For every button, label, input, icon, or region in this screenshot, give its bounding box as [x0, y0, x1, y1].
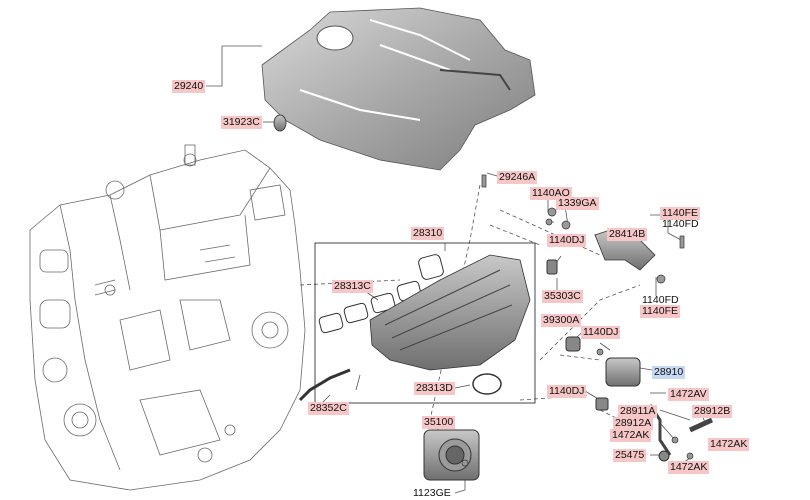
sensor-part-2 — [565, 336, 581, 352]
part-label: 35100 — [422, 416, 456, 429]
engine-cover — [261, 7, 536, 171]
part-label: 1140DJ — [581, 326, 621, 339]
part-label: 31923C — [221, 116, 262, 129]
part-label: 28910 — [652, 366, 686, 379]
part-label: 28912A — [613, 417, 654, 430]
o-ring-part — [472, 373, 502, 395]
part-label: 1472AK — [610, 429, 652, 442]
grommet-part — [273, 114, 287, 132]
pcv-valve — [595, 357, 641, 411]
part-label: 28313D — [414, 382, 455, 395]
engine-block — [29, 144, 306, 491]
sensor-part — [546, 259, 558, 275]
clamp-part — [658, 450, 670, 462]
part-label: 28414B — [607, 228, 648, 241]
part-label: 39300A — [541, 314, 582, 327]
part-label: 1472AV — [668, 388, 709, 401]
part-label: 35303C — [542, 290, 583, 303]
throttle-body — [423, 429, 480, 481]
part-label: 1339GA — [556, 197, 599, 210]
intake-manifold — [369, 254, 531, 371]
part-label: 1140FE — [660, 207, 700, 220]
part-label: 1472AK — [668, 461, 710, 474]
part-label: 25475 — [613, 449, 647, 462]
part-label: 28912B — [692, 405, 733, 418]
part-label: 1140DJ — [547, 385, 587, 398]
part-label: 28911A — [618, 405, 658, 418]
manifold-group-box — [314, 242, 536, 404]
part-label: 1123GE — [413, 487, 451, 499]
part-label: 29240 — [172, 80, 206, 93]
pcv-hose-2 — [688, 417, 714, 433]
part-label: 28313C — [332, 280, 373, 293]
part-label: 28352C — [308, 402, 349, 415]
part-label: 1140FD — [642, 294, 679, 306]
part-label: 1472AK — [708, 438, 750, 451]
part-label: 29246A — [497, 171, 538, 184]
part-label: 1140FD — [662, 218, 699, 230]
part-label: 28310 — [411, 227, 445, 240]
part-label: 1140DJ — [547, 234, 587, 247]
part-label: 1140AO — [530, 187, 572, 200]
bolt-parts — [461, 174, 694, 467]
part-label: 1140FE — [640, 305, 680, 318]
hose-part — [298, 368, 351, 402]
